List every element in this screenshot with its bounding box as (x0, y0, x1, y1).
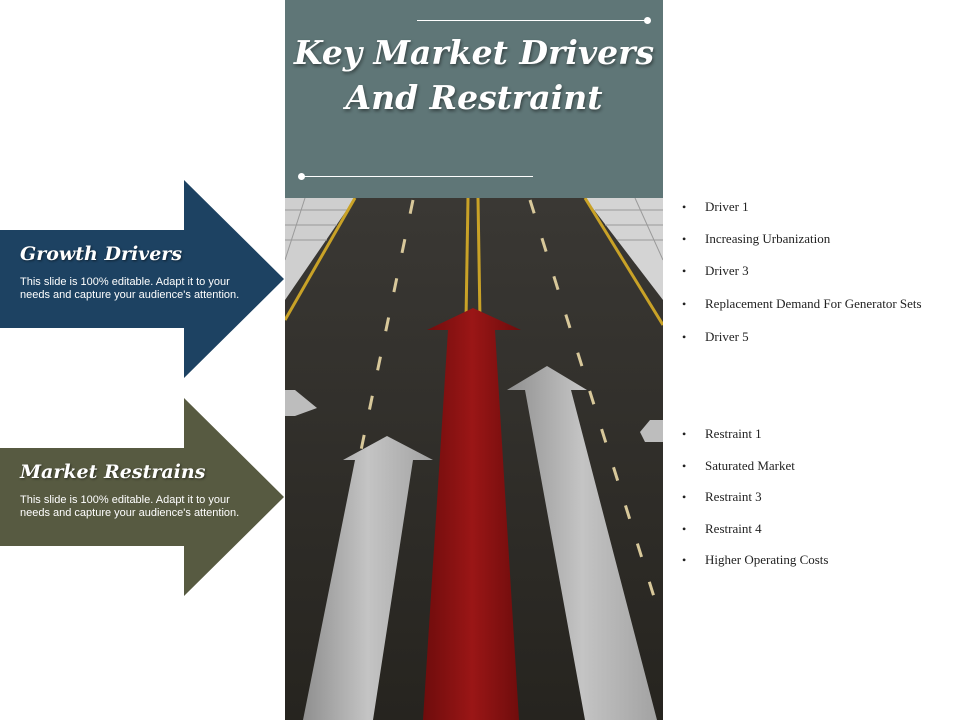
bullet-icon: • (682, 427, 687, 441)
list-item-label: Driver 5 (705, 329, 749, 344)
list-item-label: Increasing Urbanization (705, 231, 831, 246)
arrow-shape-restrains (0, 398, 284, 596)
growth-drivers-arrow: Growth Drivers This slide is 100% editab… (0, 180, 285, 378)
list-item-label: Higher Operating Costs (705, 552, 829, 567)
growth-drivers-body: This slide is 100% editable. Adapt it to… (20, 276, 240, 301)
list-item-label: Restraint 3 (705, 489, 762, 504)
list-item: • Driver 1 (682, 199, 944, 215)
decorative-dot-bottom (298, 173, 305, 180)
bullet-icon: • (682, 459, 687, 473)
growth-drivers-heading: Growth Drivers (20, 243, 183, 265)
road-illustration (285, 197, 663, 720)
bullet-icon: • (682, 553, 687, 567)
market-restrains-arrow: Market Restrains This slide is 100% edit… (0, 398, 285, 596)
list-item-label: Restraint 1 (705, 426, 762, 441)
bullet-icon: • (682, 522, 687, 536)
list-item-label: Restraint 4 (705, 521, 762, 536)
bullet-icon: • (682, 264, 687, 278)
decorative-line-top (417, 20, 647, 21)
drivers-list: • Driver 1 • Increasing Urbanization • Driv… (682, 199, 944, 345)
bullet-icon: • (682, 330, 687, 344)
road-image (285, 0, 663, 720)
list-item: • Restraint 4 (682, 521, 944, 537)
list-item-label: Driver 1 (705, 199, 749, 214)
arrow-shape-growth (0, 180, 284, 378)
list-item: • Driver 3 (682, 263, 944, 279)
bullet-icon: • (682, 297, 687, 311)
list-item-label: Replacement Demand For Generator Sets (705, 296, 922, 311)
title-panel: Key Market Drivers And Restraint (285, 0, 663, 198)
page-title: Key Market Drivers And Restraint (293, 33, 655, 117)
list-item: • Higher Operating Costs (682, 552, 944, 568)
list-item: • Increasing Urbanization (682, 231, 944, 247)
list-item: • Restraint 1 (682, 426, 944, 442)
market-restrains-heading: Market Restrains (20, 461, 206, 483)
list-item: • Restraint 3 (682, 489, 944, 505)
restraints-list: • Restraint 1 • Saturated Market • Restrain… (682, 426, 944, 568)
bullet-icon: • (682, 490, 687, 504)
list-item-label: Driver 3 (705, 263, 749, 278)
decorative-dot-top (644, 17, 651, 24)
list-item-label: Saturated Market (705, 458, 795, 473)
list-item: • Replacement Demand For Generator Sets (682, 296, 944, 312)
list-item: • Saturated Market (682, 458, 944, 474)
decorative-line-bottom (301, 176, 533, 177)
list-item: • Driver 5 (682, 329, 944, 345)
bullet-icon: • (682, 200, 687, 214)
market-restrains-body: This slide is 100% editable. Adapt it to… (20, 494, 240, 519)
bullet-icon: • (682, 232, 687, 246)
